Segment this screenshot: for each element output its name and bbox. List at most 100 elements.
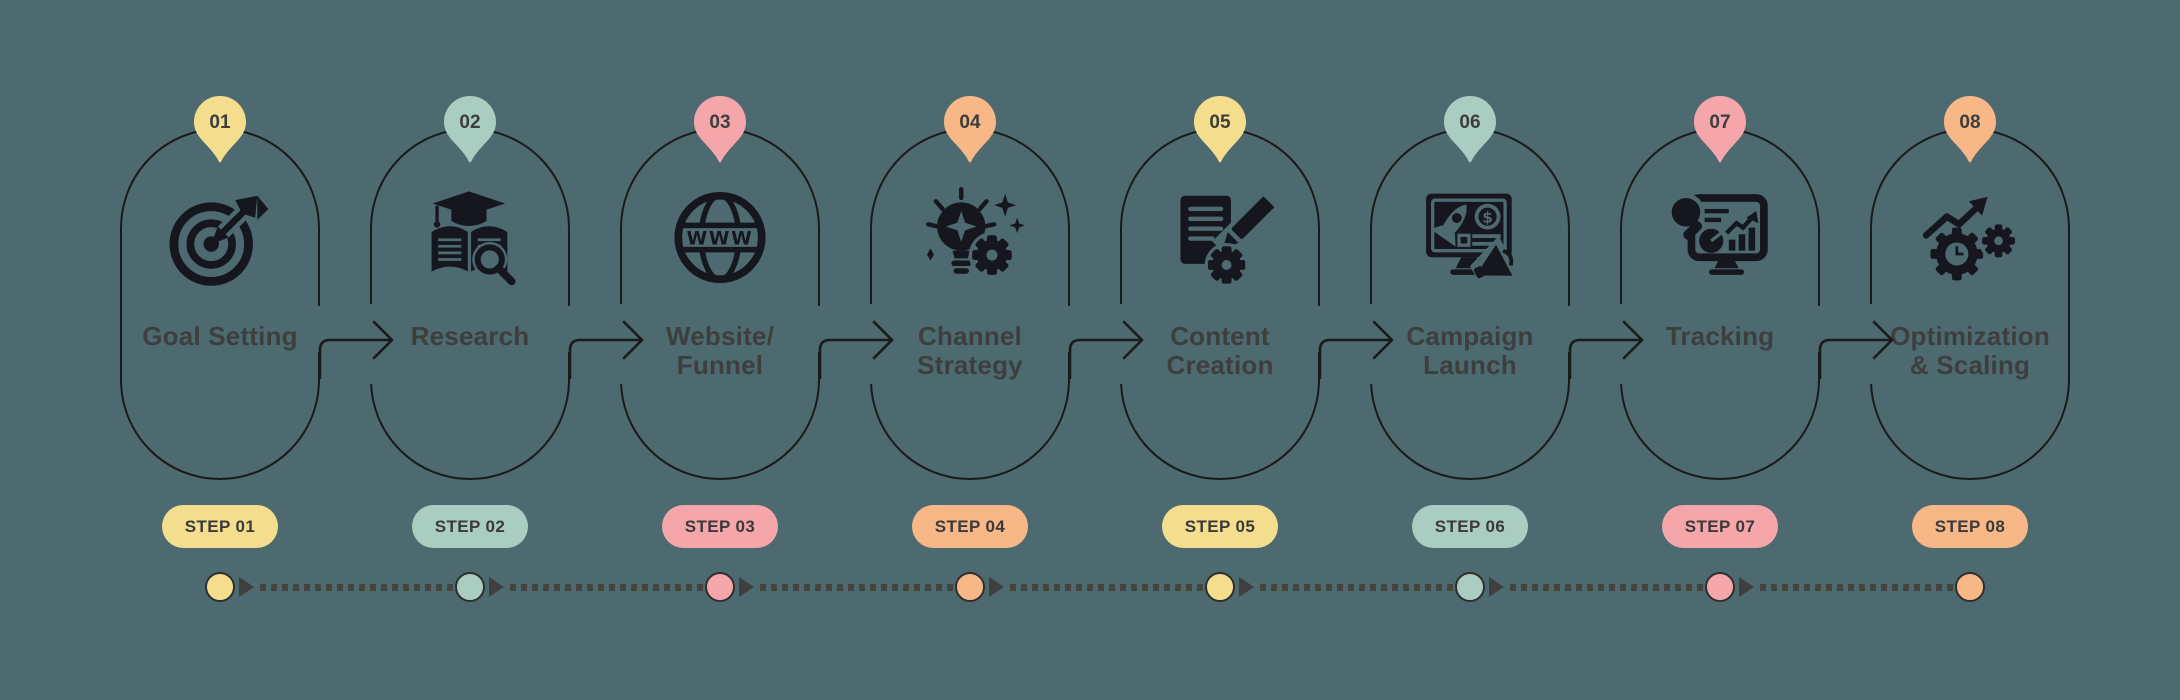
step-title: Optimization & Scaling xyxy=(1860,322,2080,380)
step-number: 03 xyxy=(709,112,731,133)
flow-arrow-4-5 xyxy=(1062,300,1152,390)
globe-svg: WWW xyxy=(674,191,766,283)
number-pin-icon xyxy=(194,96,246,163)
timeline-arrow-icon xyxy=(1739,577,1754,597)
step-title-line2: Creation xyxy=(1166,350,1274,380)
step-pill-label: STEP 02 xyxy=(434,516,506,536)
step-title: Research xyxy=(360,322,580,351)
timeline-dot-05 xyxy=(1205,572,1235,602)
step-number: 07 xyxy=(1709,112,1731,133)
step-pill-label: STEP 04 xyxy=(934,516,1006,536)
svg-text:WWW: WWW xyxy=(687,228,754,249)
border-gap-patch xyxy=(1116,304,1125,384)
number-pin-icon xyxy=(944,96,996,163)
timeline-dotted-line xyxy=(260,584,455,591)
timeline-dot-04 xyxy=(955,572,985,602)
step-pill-badge: STEP 06 xyxy=(1412,505,1528,548)
flow-arrow-6-7 xyxy=(1562,300,1652,390)
flow-arrow-5-6 xyxy=(1312,300,1402,390)
border-gap-patch xyxy=(1566,306,1574,352)
border-gap-patch xyxy=(1616,304,1625,384)
timeline-dotted-line xyxy=(1260,584,1455,591)
step-pill-badge: STEP 04 xyxy=(912,505,1028,548)
step-title-line1: Campaign xyxy=(1406,321,1534,351)
number-pin-icon xyxy=(444,96,496,163)
arrow-icon xyxy=(1068,320,1144,380)
step-title: Channel Strategy xyxy=(860,322,1080,380)
timeline-dotted-line xyxy=(760,584,955,591)
border-gap-patch xyxy=(1066,306,1074,352)
step-title-line1: Goal Setting xyxy=(142,321,298,351)
step-pill-badge: STEP 07 xyxy=(1662,505,1778,548)
step-title: Content Creation xyxy=(1110,322,1330,380)
timeline-dot-03 xyxy=(705,572,735,602)
timeline-dot-02 xyxy=(455,572,485,602)
gears-growth-arrow-clock-icon xyxy=(1914,186,2026,288)
arrow-icon xyxy=(1818,320,1894,380)
arrow-icon xyxy=(318,320,394,380)
capsule-outline xyxy=(120,128,320,480)
content-svg xyxy=(1180,189,1275,287)
flow-arrow-1-2 xyxy=(312,300,402,390)
lightbulb-gear-icon xyxy=(914,186,1026,288)
step-pill-label: STEP 05 xyxy=(1184,516,1256,536)
arrow-icon xyxy=(568,320,644,380)
monitor-rocket-megaphone-icon: $ xyxy=(1414,186,1526,288)
number-pin-icon xyxy=(1194,96,1246,163)
step-title: Tracking xyxy=(1610,322,1830,351)
step-title-line1: Content xyxy=(1170,321,1270,351)
timeline-arrow-icon xyxy=(1239,577,1254,597)
timeline-dot-07 xyxy=(1705,572,1735,602)
step-title: Campaign Launch xyxy=(1360,322,1580,380)
monitor-analytics-magnifier-icon xyxy=(1664,186,1776,288)
step-pill-badge: STEP 05 xyxy=(1162,505,1278,548)
research-svg xyxy=(431,190,516,285)
border-gap-patch xyxy=(866,304,875,384)
timeline-dotted-line xyxy=(510,584,705,591)
border-gap-patch xyxy=(1366,304,1375,384)
number-pin-icon xyxy=(694,96,746,163)
step-title: Website/ Funnel xyxy=(610,322,830,380)
border-gap-patch xyxy=(616,304,625,384)
step-title-line1: Tracking xyxy=(1665,321,1775,351)
border-gap-patch xyxy=(366,304,375,384)
step-pill-badge: STEP 01 xyxy=(162,505,278,548)
book-graduation-magnifier-icon xyxy=(414,186,526,288)
border-gap-patch xyxy=(1816,306,1824,352)
step-pill-badge: STEP 02 xyxy=(412,505,528,548)
border-gap-patch xyxy=(816,306,824,352)
number-pin-icon xyxy=(1444,96,1496,163)
optimization-svg xyxy=(1922,196,2019,280)
arrow-icon xyxy=(818,320,894,380)
flow-arrow-2-3 xyxy=(562,300,652,390)
step-pill-label: STEP 03 xyxy=(684,516,756,536)
arrow-icon xyxy=(1568,320,1644,380)
step-pill-badge: STEP 08 xyxy=(1912,505,2028,548)
step-pill-label: STEP 08 xyxy=(1934,516,2006,536)
arrow-icon xyxy=(1318,320,1394,380)
step-number: 02 xyxy=(459,112,481,133)
number-pin-icon xyxy=(1694,96,1746,163)
idea-svg xyxy=(926,186,1025,278)
timeline-dotted-line xyxy=(1010,584,1205,591)
step-title-line2: & Scaling xyxy=(1909,350,2031,380)
timeline-dotted-line xyxy=(1760,584,1955,591)
step-title: Goal Setting xyxy=(110,322,330,351)
step-title-line1: Optimization xyxy=(1890,321,2050,351)
timeline-arrow-icon xyxy=(489,577,504,597)
flow-arrow-7-8 xyxy=(1812,300,1902,390)
step-pill-badge: STEP 03 xyxy=(662,505,778,548)
document-pencil-gear-icon xyxy=(1164,186,1276,288)
timeline-dot-06 xyxy=(1455,572,1485,602)
step-pill-label: STEP 01 xyxy=(184,516,256,536)
timeline-arrow-icon xyxy=(739,577,754,597)
step-number: 06 xyxy=(1459,112,1481,133)
border-gap-patch xyxy=(316,306,324,352)
step-title-line1: Research xyxy=(410,321,530,351)
step-title-line2: Funnel xyxy=(676,350,764,380)
timeline-arrow-icon xyxy=(1489,577,1504,597)
www-globe-icon: WWW xyxy=(664,186,776,288)
timeline-dot-08 xyxy=(1955,572,1985,602)
target-dart-svg xyxy=(169,195,269,286)
